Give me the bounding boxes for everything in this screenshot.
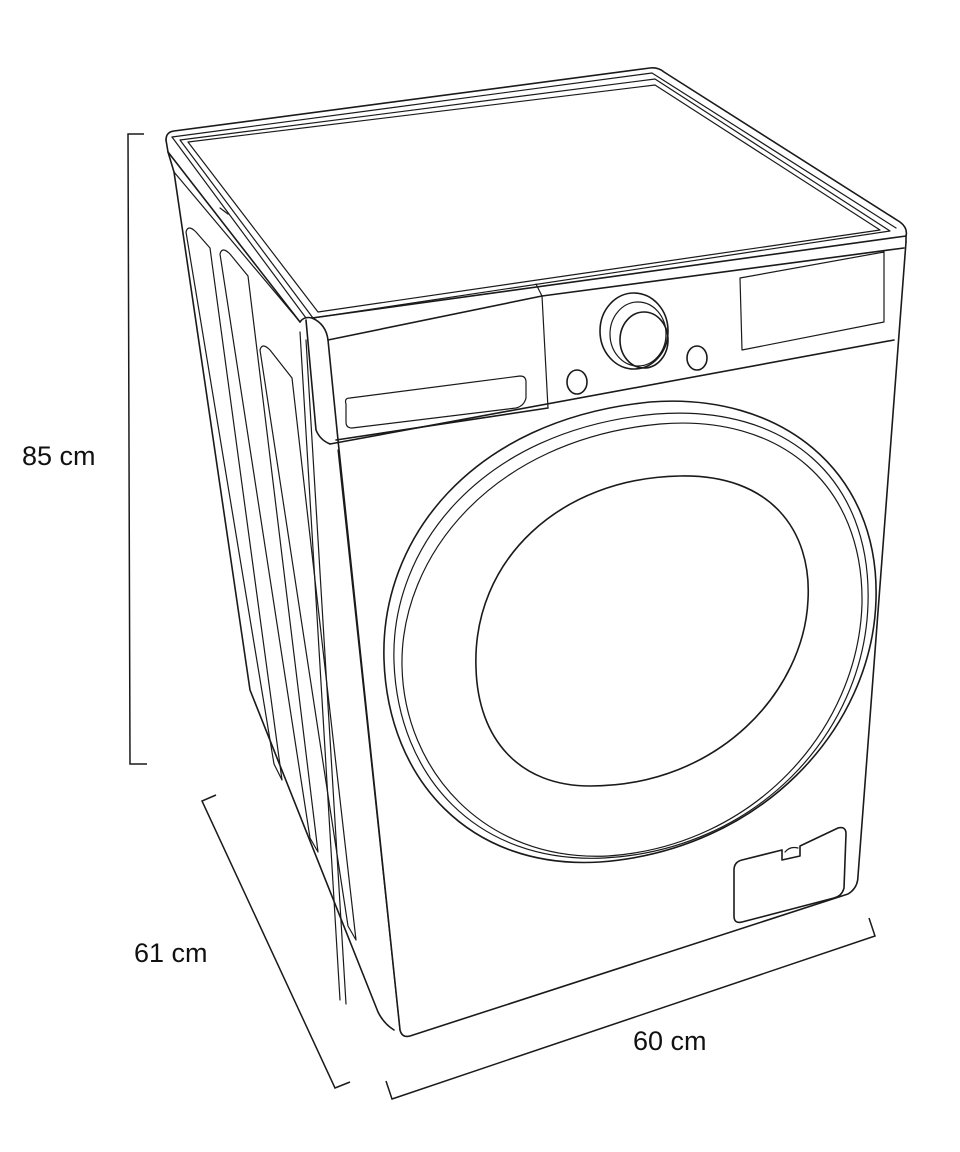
height-dimension-bracket xyxy=(127,133,147,765)
filter-hatch xyxy=(733,826,847,924)
side-panel xyxy=(167,151,395,1031)
left-button xyxy=(566,369,588,395)
detergent-drawer xyxy=(327,295,549,441)
height-dimension-label: 85 cm xyxy=(22,441,96,471)
width-dimension-bracket xyxy=(385,917,876,1100)
front-panel xyxy=(305,241,907,1038)
depth-dimension-bracket xyxy=(200,794,351,1089)
control-panel xyxy=(541,247,905,395)
width-dimension-label: 60 cm xyxy=(633,1026,707,1056)
right-button xyxy=(686,345,708,371)
program-knob xyxy=(599,292,669,370)
porthole-door xyxy=(383,400,877,864)
display-panel xyxy=(739,251,885,351)
depth-dimension-label: 61 cm xyxy=(134,938,208,968)
